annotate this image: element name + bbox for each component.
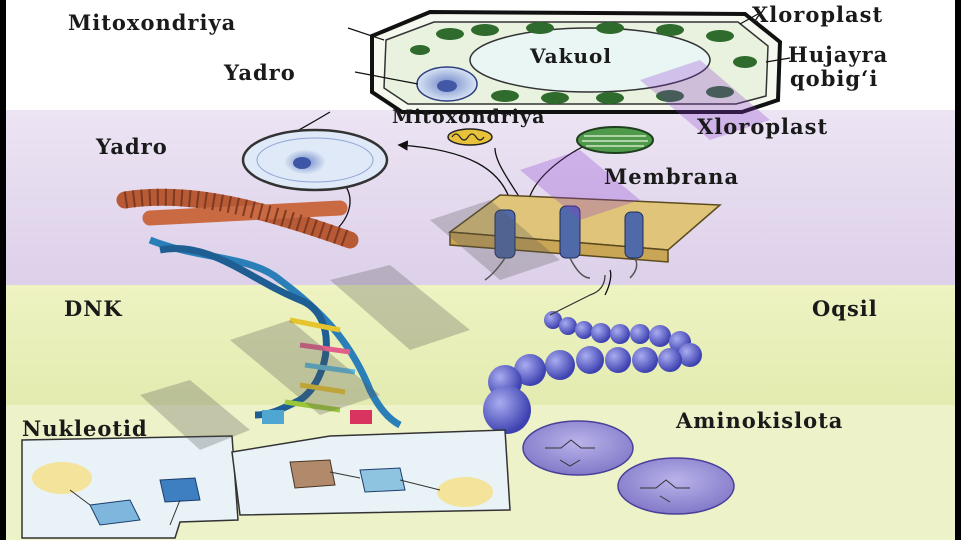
label-xloroplast-mid: Xloroplast: [697, 114, 829, 139]
membrane: [447, 194, 722, 281]
right-border: [955, 0, 961, 540]
label-vakuol: Vakuol: [530, 44, 612, 68]
label-membrana: Membrana: [604, 164, 740, 189]
protein-chain: [483, 274, 702, 434]
label-aminokislota: Aminokislota: [676, 408, 844, 433]
nucleotide-panels: [21, 429, 511, 539]
label-hujayra: Hujayra: [788, 42, 889, 67]
leader-lines: [347, 13, 791, 85]
nucleus: [241, 128, 389, 192]
chloroplast: [576, 126, 654, 154]
amino-acids: [522, 420, 735, 515]
left-border: [0, 0, 6, 540]
watermark: [140, 60, 770, 450]
label-yadro: Yadro: [96, 134, 168, 159]
chloroplast-ring: [410, 22, 757, 104]
chromosome: [116, 188, 359, 249]
background-band-molecule: [0, 285, 961, 405]
label-mitoxondriya-mid: Mitoxondriya: [392, 106, 546, 128]
label-xloroplast-top: Xloroplast: [752, 2, 884, 27]
vacuole-shape: [469, 27, 711, 93]
label-yadro-cell: Yadro: [224, 60, 296, 85]
label-nukleotid: Nukleotid: [22, 416, 148, 441]
label-oqsil: Oqsil: [812, 296, 878, 321]
label-mitoxondriya-top: Mitoxondriya: [68, 10, 237, 35]
label-qobigi: qobig‘i: [790, 66, 879, 91]
dna-helix: [148, 236, 402, 429]
plant-cell: [370, 9, 783, 114]
label-dnk: DNK: [64, 296, 123, 321]
mitochondrion: [447, 128, 493, 146]
